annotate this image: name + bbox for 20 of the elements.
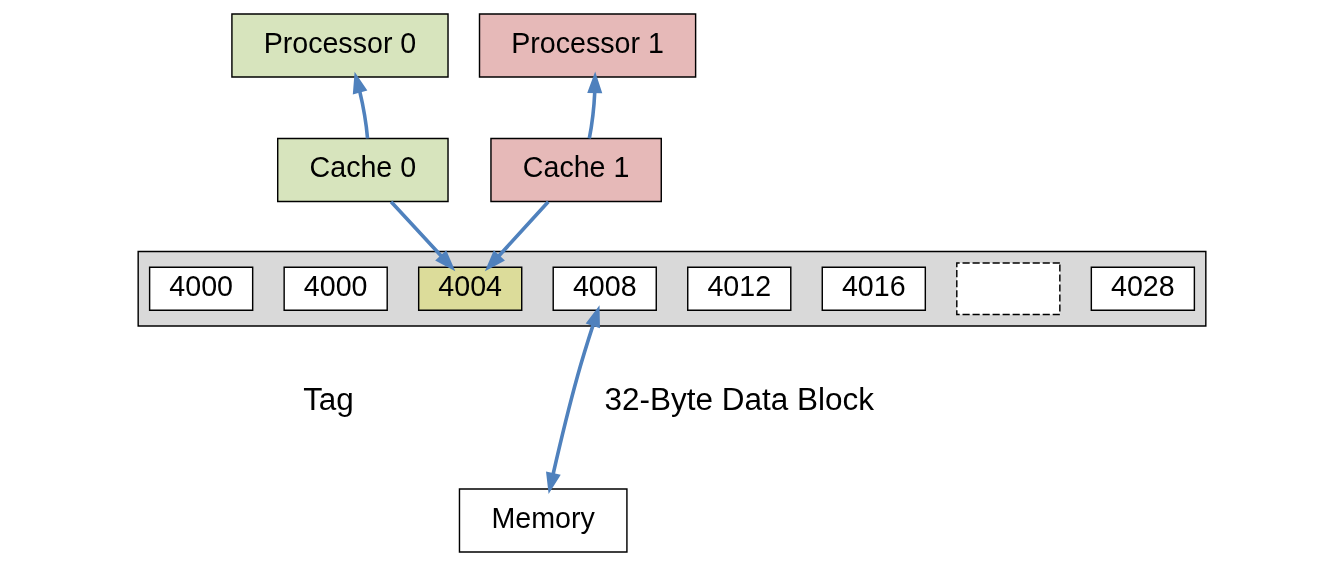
arrow: [546, 305, 600, 495]
node-box: [956, 262, 1061, 316]
node-box: Processor 0: [231, 13, 449, 78]
node-box: Cache 1: [490, 137, 662, 203]
arrow: [484, 200, 550, 272]
arrow: [587, 71, 603, 139]
label: Tag: [303, 381, 354, 417]
node-box: 4012: [687, 266, 792, 311]
node-box: 4004: [417, 266, 523, 311]
node-box: 4028: [1090, 266, 1196, 311]
arrow: [352, 71, 370, 139]
label: 32-Byte Data Block: [604, 381, 874, 417]
node-box: 4000: [148, 266, 254, 311]
node-box: Processor 1: [478, 13, 697, 78]
node-box: Cache 0: [277, 137, 449, 203]
node-box: 4000: [283, 266, 388, 311]
node-box: Memory: [458, 488, 628, 553]
node-box: 4008: [552, 266, 657, 311]
node-box: 4016: [821, 266, 927, 311]
arrow: [389, 200, 456, 272]
